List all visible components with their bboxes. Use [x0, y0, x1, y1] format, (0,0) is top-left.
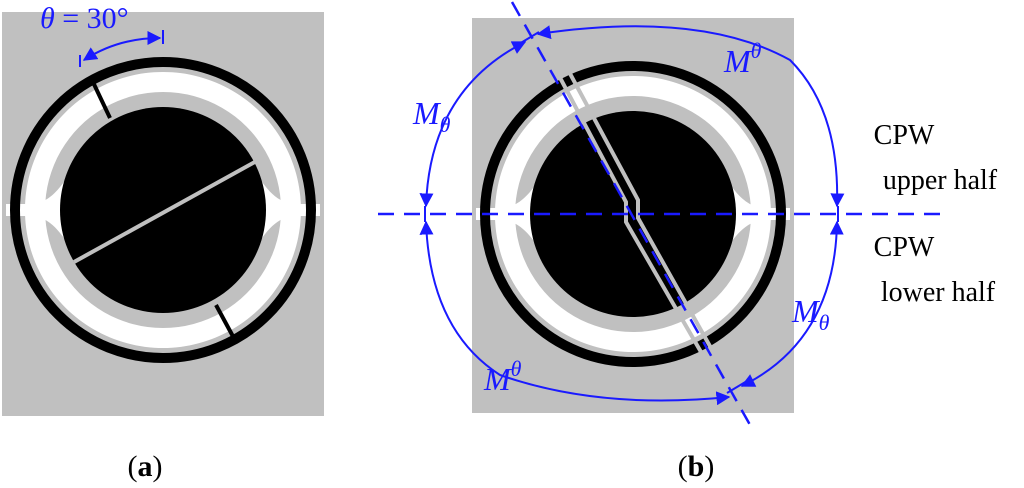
panel-a: θ = 30° (a) — [2, 2, 324, 483]
m-label-bottom: Mθ — [483, 356, 522, 397]
lower-half-line2: lower half — [881, 277, 996, 308]
upper-half-line1: CPW — [874, 120, 935, 151]
side-labels: CPW upper half CPW lower half — [874, 120, 998, 308]
lower-half-line1: CPW — [874, 232, 935, 263]
m-label-right: Mθ — [791, 293, 830, 335]
arc-lower-left — [419, 220, 731, 406]
caption-a: (a) — [128, 450, 163, 483]
ring-cut-bottom-a — [214, 304, 238, 343]
outer-ring-a — [10, 57, 316, 363]
arc-upper-right — [536, 25, 845, 208]
m-label-top: Mθ — [723, 38, 762, 79]
caption-b: (b) — [678, 450, 715, 483]
patch-slot-a — [73, 156, 263, 264]
ring-cut-top-a — [90, 79, 112, 119]
panel-b: Mθ Mθ Mθ Mθ (b) — [378, 1, 948, 483]
angle-label: θ = 30° — [40, 2, 129, 35]
angle-arc — [82, 31, 162, 61]
arc-upper-left — [419, 41, 527, 208]
arc-lower-right — [740, 220, 844, 387]
upper-half-line2: upper half — [883, 165, 998, 196]
inner-patch-a — [60, 107, 266, 313]
m-label-left: Mθ — [412, 95, 451, 137]
